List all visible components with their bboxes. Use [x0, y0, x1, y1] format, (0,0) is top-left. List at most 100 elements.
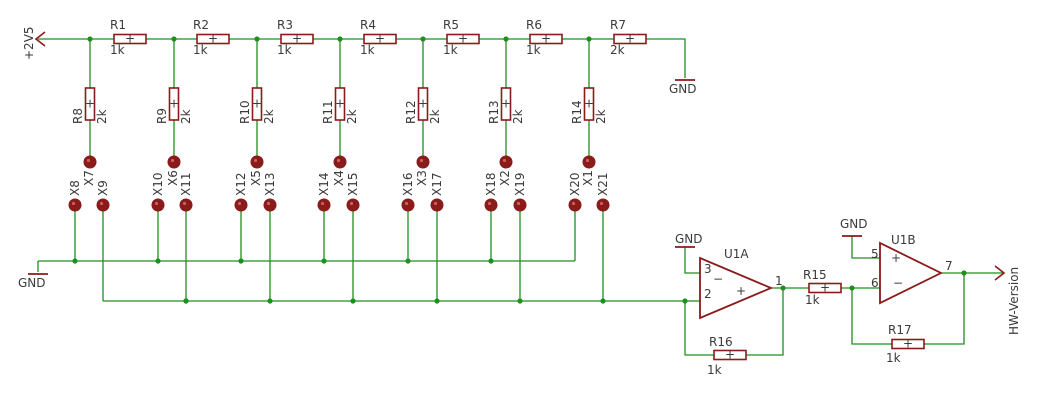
resistor-mark: +: [208, 32, 218, 46]
test-pad: [582, 155, 596, 169]
pad-label: X6: [166, 170, 180, 186]
resistor-value: 2k: [610, 43, 625, 57]
pad-label: X3: [415, 170, 429, 186]
resistor-value: 2k: [262, 109, 276, 124]
resistor-name: R17: [888, 323, 912, 337]
resistor-value: 1k: [805, 293, 820, 307]
test-pad: [484, 198, 498, 212]
resistor-value: 1k: [277, 43, 292, 57]
resistor-r11: [334, 87, 346, 121]
resistor-r13: [500, 87, 512, 121]
resistor-name: R14: [570, 100, 584, 124]
resistor-r17: [891, 338, 925, 350]
resistor-value: 1k: [526, 43, 541, 57]
resistor-value: 1k: [193, 43, 208, 57]
test-pad: [167, 155, 181, 169]
test-pad-highlight: [419, 158, 424, 163]
opamp-sign: +: [736, 284, 746, 298]
junction-dot: [183, 298, 189, 304]
resistor-name: R2: [193, 18, 209, 32]
resistor-r16: [713, 349, 747, 361]
resistor-mark: +: [903, 337, 913, 351]
opamp-u1a: [699, 256, 774, 320]
test-pad: [83, 155, 97, 169]
output-arrow-icon: [994, 265, 1006, 281]
supply-arrow-icon: [34, 31, 46, 47]
test-pad-highlight: [336, 158, 341, 163]
output-label: HW-Version: [1007, 267, 1021, 335]
opamp-pin: 7: [945, 259, 953, 273]
opamp-pin: 2: [704, 287, 712, 301]
junction-dot: [267, 298, 273, 304]
opamp-sign: −: [893, 276, 903, 290]
resistor-mark: +: [820, 281, 830, 295]
pad-label: X11: [179, 173, 193, 197]
resistor-mark: +: [335, 97, 345, 111]
supply-label: +2V5: [22, 26, 36, 60]
resistor-name: R11: [321, 100, 335, 124]
test-pad: [568, 198, 582, 212]
test-pad-highlight: [237, 201, 242, 206]
pad-label: X1: [581, 170, 595, 186]
junction-dot: [238, 258, 244, 264]
resistor-r6: [529, 33, 563, 45]
resistor-name: R10: [238, 100, 252, 124]
resistor-mark: +: [292, 32, 302, 46]
supply-rail: [38, 38, 686, 78]
test-pad-highlight: [516, 201, 521, 206]
pad-label: X15: [346, 173, 360, 197]
junction-dot: [600, 298, 606, 304]
resistor-r5: [446, 33, 480, 45]
resistor-r14: [583, 87, 595, 121]
resistor-r9: [168, 87, 180, 121]
test-pad: [151, 198, 165, 212]
pad-label: X19: [513, 173, 527, 197]
test-pad-highlight: [86, 158, 91, 163]
test-pad: [68, 198, 82, 212]
test-pad-highlight: [99, 201, 104, 206]
test-pad: [499, 155, 513, 169]
pad-label: X17: [430, 173, 444, 197]
resistor-r7: [613, 33, 647, 45]
resistor-value: 1k: [360, 43, 375, 57]
resistor-value: 2k: [594, 109, 608, 124]
resistor-name: R15: [803, 268, 827, 282]
pad-label: X13: [263, 173, 277, 197]
test-pad-highlight: [433, 201, 438, 206]
opamp-u1b: [879, 241, 944, 305]
pad-label: X7: [82, 170, 96, 186]
pad-label: X5: [249, 170, 263, 186]
resistor-r2: [196, 33, 230, 45]
pad-label: X14: [317, 173, 331, 197]
gnd-label-u1a: GND: [675, 232, 703, 246]
resistor-mark: +: [375, 32, 385, 46]
test-pad-highlight: [404, 201, 409, 206]
junction-dot: [780, 285, 786, 291]
resistor-r15: [808, 282, 842, 294]
opamp-pin: 5: [871, 247, 879, 261]
test-pad: [430, 198, 444, 212]
opamp-sign: +: [891, 251, 901, 265]
pad-label: X12: [234, 173, 248, 197]
pad-label: X8: [68, 180, 82, 196]
test-pad: [513, 198, 527, 212]
opamp-pin: 3: [704, 262, 712, 276]
test-pad-highlight: [320, 201, 325, 206]
resistor-mark: +: [418, 97, 428, 111]
test-pad-highlight: [349, 201, 354, 206]
resistor-value: 2k: [179, 109, 193, 124]
resistor-value: 1k: [443, 43, 458, 57]
u1a-plus-wire: [684, 247, 700, 274]
test-pad: [234, 198, 248, 212]
resistor-name: R16: [709, 335, 733, 349]
pad-label: X10: [151, 173, 165, 197]
resistor-name: R3: [277, 18, 293, 32]
pad-label: X2: [498, 170, 512, 186]
test-pad-highlight: [502, 158, 507, 163]
resistor-name: R9: [155, 108, 169, 124]
test-pad: [401, 198, 415, 212]
pad-label: X16: [401, 173, 415, 197]
test-pad-highlight: [571, 201, 576, 206]
